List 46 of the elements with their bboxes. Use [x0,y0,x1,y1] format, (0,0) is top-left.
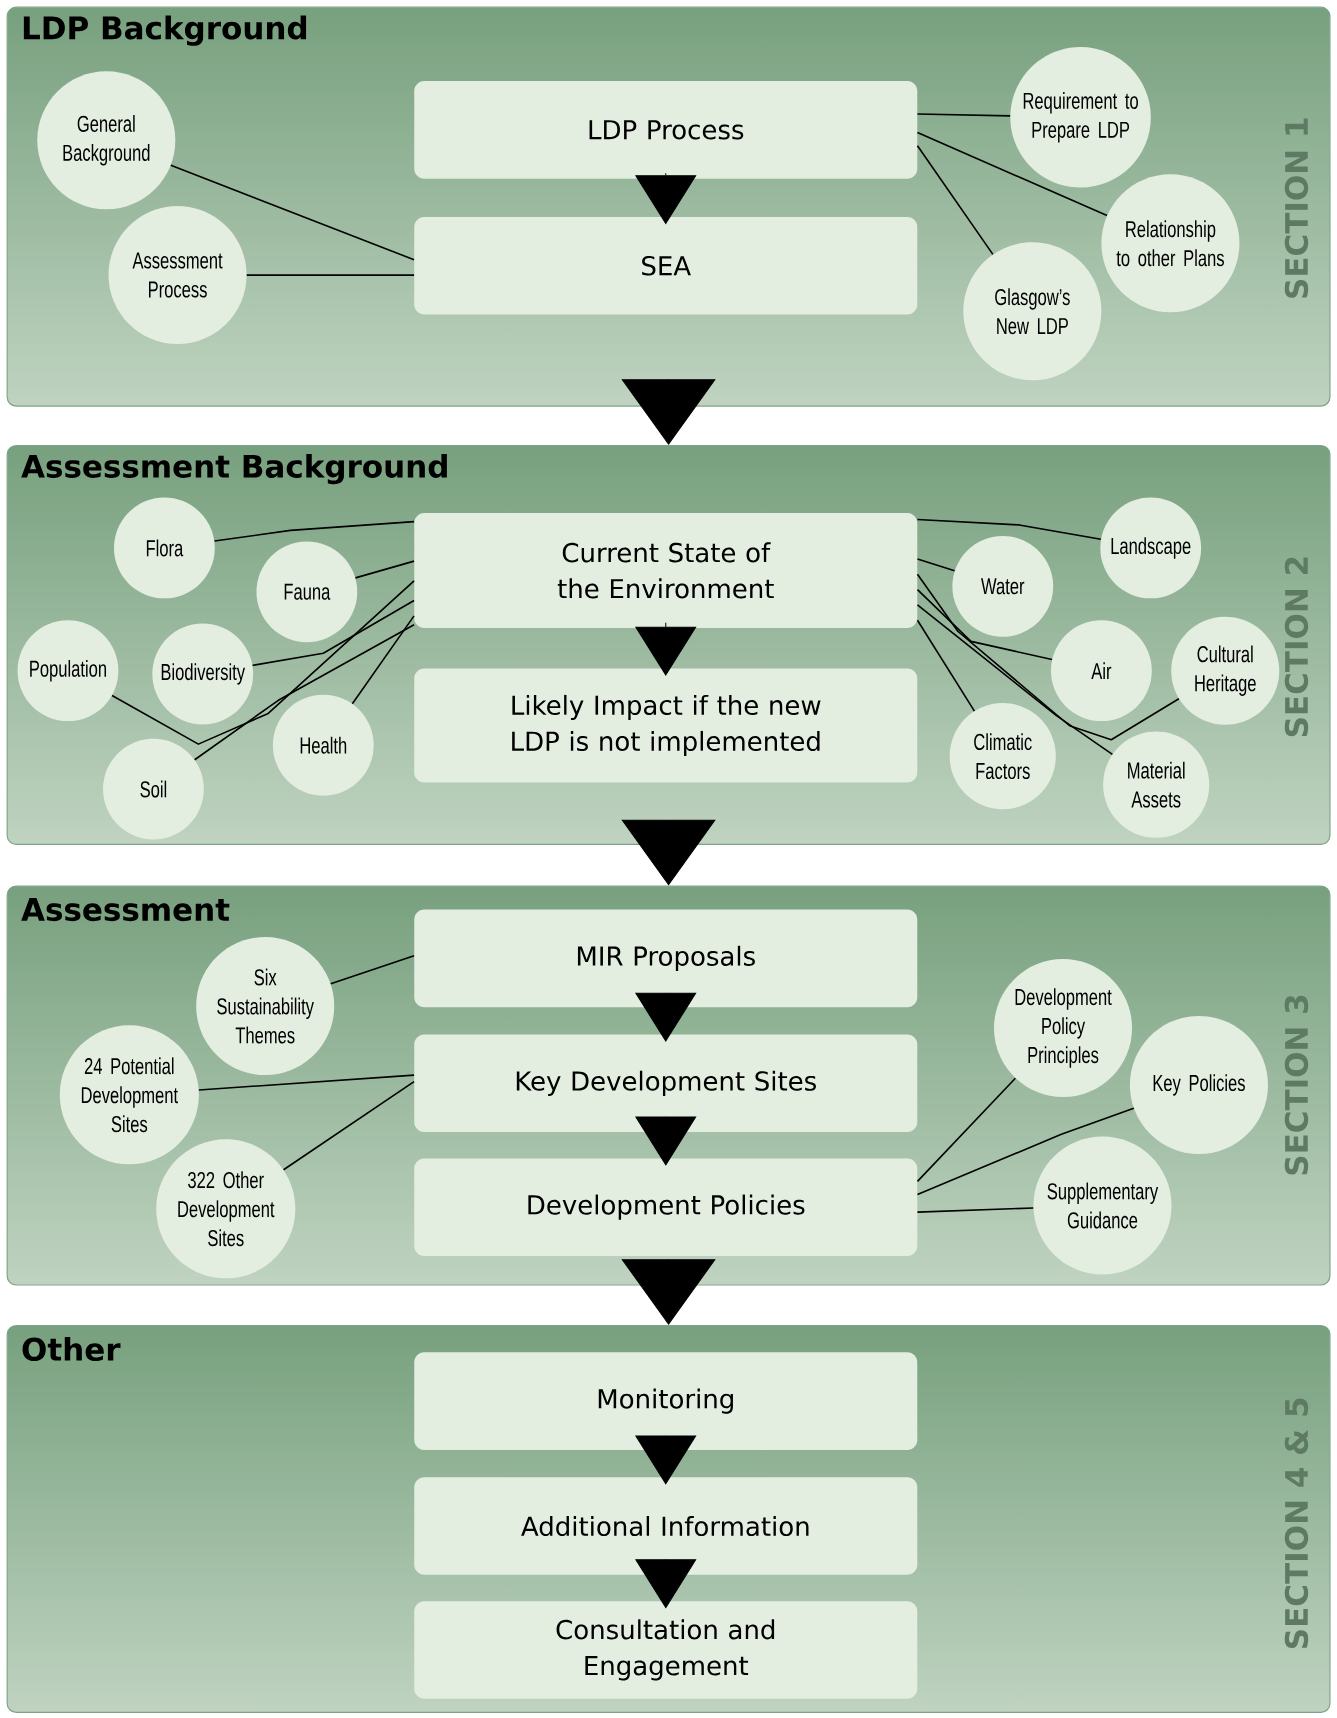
arrow [621,378,716,445]
connector-line [351,615,415,705]
process-box: Consultation and Engagement [414,1601,918,1699]
connector-line [282,1080,415,1171]
connector-line [246,274,415,276]
section-heading: LDP Background [23,15,307,46]
arrow [621,1258,716,1325]
connector-line [193,623,415,761]
connector-line [916,113,1011,117]
connector-line [916,619,976,712]
arrow [635,1116,697,1166]
process-box: Current State of the Environment [414,512,918,628]
connector-line [354,560,415,579]
process-box: Development Policies [414,1158,918,1256]
connector-line [111,580,415,745]
connector-line [213,520,415,542]
connector-line [198,1074,415,1091]
arrow [635,622,697,676]
connector-line [170,164,415,261]
process-box: LDP Process [414,81,918,179]
section-heading: Assessment Background [21,453,447,485]
arrow [635,1435,697,1485]
section-heading: Assessment [21,898,230,922]
connector-line [916,131,1108,217]
connector-line [916,604,1114,756]
arrow [635,992,697,1042]
connector-line [916,144,994,256]
connector-line [330,954,415,985]
process-box: Monitoring [414,1352,918,1450]
arrow [635,172,697,224]
connector-line [916,573,1180,741]
connector-line [916,1207,1035,1213]
connector-line [916,558,956,572]
process-box: Key Development Sites [414,1034,918,1133]
connector-line [916,518,1102,540]
connector-line [916,588,1053,661]
process-box: SEA [414,217,918,315]
process-box: Likely Impact if the new LDP is not implemented [414,668,918,783]
process-box: MIR Proposals [414,909,918,1008]
connector-line [916,1077,1017,1183]
connector-line [916,1107,1135,1196]
section-heading: Other [22,1337,121,1362]
arrow [635,1559,697,1609]
connector-line [251,599,415,667]
process-box: Additional Information [414,1477,918,1575]
arrow [621,819,716,886]
